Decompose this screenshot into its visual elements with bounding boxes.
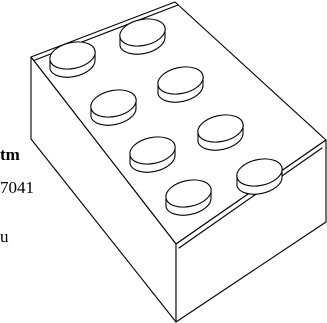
text-fragment-letter: u <box>0 227 9 246</box>
stud <box>119 18 166 55</box>
stud <box>129 136 176 173</box>
stud <box>157 66 204 103</box>
text-fragment-bold: tm <box>0 145 20 164</box>
text-fragment-number: 7041 <box>0 178 34 197</box>
stud <box>165 179 212 216</box>
stud <box>197 114 244 151</box>
stud <box>236 158 283 195</box>
brick-edge-hint <box>178 147 323 249</box>
stud <box>49 41 96 78</box>
stud <box>90 89 137 126</box>
